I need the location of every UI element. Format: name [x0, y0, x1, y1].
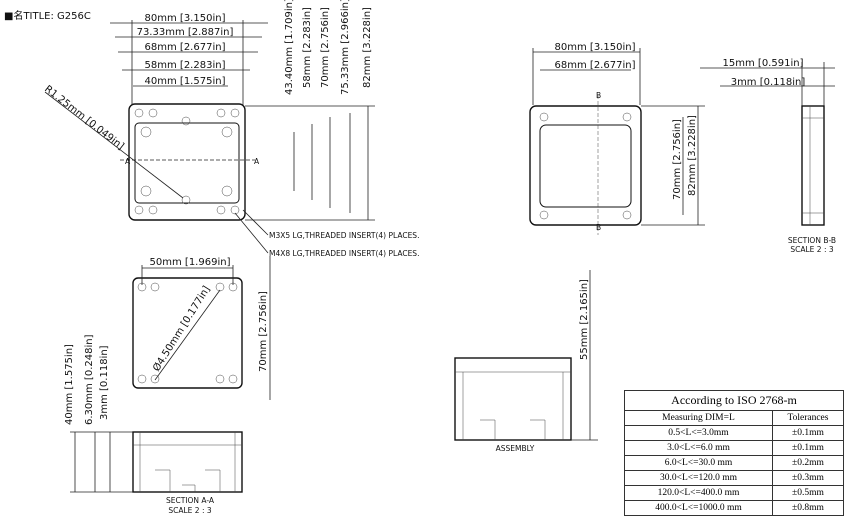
section-b-dim-3: 3mm [0.118in]	[731, 77, 806, 88]
tolerance-cell: ±0.5mm	[771, 485, 845, 501]
range-cell: 30.0<L<=120.0 mm	[624, 470, 773, 486]
bottom-vdim-70: 70mm [2.756in]	[258, 291, 269, 372]
top-vdim-58: 58mm [2.283in]	[302, 7, 313, 88]
section-a-vdim-6: 6.30mm [0.248in]	[84, 334, 95, 425]
lid-dim-80: 80mm [3.150in]	[555, 42, 636, 53]
table-row: 400.0<L<=1000.0 mm±0.8mm	[624, 500, 845, 516]
tolerance-cell: ±0.2mm	[771, 455, 845, 471]
top-vdim-43: 43.40mm [1.709in]	[284, 0, 295, 95]
section-a-vdim-40: 40mm [1.575in]	[64, 344, 75, 425]
assembly-vdim-55: 55mm [2.165in]	[579, 279, 590, 360]
section-b-b: 15mm [0.591in] 3mm [0.118in] SECTION B-B…	[700, 58, 836, 254]
range-cell: 0.5<L<=3.0mm	[624, 425, 773, 441]
range-cell: 6.0<L<=30.0 mm	[624, 455, 773, 471]
top-dim-40: 40mm [1.575in]	[145, 76, 226, 87]
section-a-vdim-3: 3mm [0.118in]	[99, 345, 110, 420]
top-vdim-75: 75.33mm [2.966in]	[340, 0, 351, 95]
header-tolerance: Tolerances	[771, 410, 845, 426]
section-b-dim-15: 15mm [0.591in]	[723, 58, 804, 69]
section-marker-a-right: A	[254, 157, 260, 166]
lid-view: 80mm [3.150in] 68mm [2.677in] 70mm [2.75…	[529, 42, 705, 235]
tolerance-cell: ±0.8mm	[771, 500, 845, 516]
bottom-dim-50: 50mm [1.969in]	[150, 257, 231, 268]
section-marker-b-bottom: B	[596, 223, 601, 232]
tolerance-cell: ±0.1mm	[771, 425, 845, 441]
table-row: 30.0<L<=120.0 mm±0.3mm	[624, 470, 845, 486]
section-a-a: 40mm [1.575in] 6.30mm [0.248in] 3mm [0.1…	[64, 334, 243, 515]
section-marker-a-left: A	[125, 157, 131, 166]
section-b-scale: SCALE 2 : 3	[790, 245, 833, 254]
table-row: 0.5<L<=3.0mm±0.1mm	[624, 425, 845, 441]
assembly-view: 55mm [2.165in] ASSEMBLY	[454, 270, 598, 453]
tolerance-cell: ±0.1mm	[771, 440, 845, 456]
hole-diameter-label: Ø4.50mm [0.177in]	[150, 284, 212, 374]
top-vdim-70: 70mm [2.756in]	[320, 7, 331, 88]
lid-vdim-70: 70mm [2.756in]	[672, 119, 683, 200]
tolerance-table: According to ISO 2768-m Measuring DIM=L …	[624, 390, 845, 516]
lid-vdim-82: 82mm [3.228in]	[687, 115, 698, 196]
top-vdim-82: 82mm [3.228in]	[362, 7, 373, 88]
bottom-view: 50mm [1.969in] 70mm [2.756in] Ø4.50mm [0…	[132, 256, 271, 400]
radius-label: R1.25mm [0.049in]	[42, 84, 126, 153]
table-row: 3.0<L<=6.0 mm±0.1mm	[624, 440, 845, 456]
tolerance-cell: ±0.3mm	[771, 470, 845, 486]
assembly-label: ASSEMBLY	[496, 444, 535, 453]
top-dim-68: 68mm [2.677in]	[145, 42, 226, 53]
table-row: 120.0<L<=400.0 mm±0.5mm	[624, 485, 845, 501]
top-dim-58: 58mm [2.283in]	[145, 60, 226, 71]
lid-dim-68: 68mm [2.677in]	[555, 60, 636, 71]
section-a-label: SECTION A-A	[166, 496, 215, 505]
table-row: 6.0<L<=30.0 mm±0.2mm	[624, 455, 845, 471]
note-m4x8: M4X8 LG,THREADED INSERT(4) PLACES.	[269, 249, 419, 258]
section-a-scale: SCALE 2 : 3	[168, 506, 211, 515]
top-dim-73: 73.33mm [2.887in]	[137, 27, 234, 38]
tolerance-caption: According to ISO 2768-m	[624, 390, 844, 411]
header-dimension: Measuring DIM=L	[624, 410, 773, 426]
range-cell: 120.0<L<=400.0 mm	[624, 485, 773, 501]
section-marker-b-top: B	[596, 91, 601, 100]
top-dim-80: 80mm [3.150in]	[145, 13, 226, 24]
top-view: 80mm [3.150in] 73.33mm [2.887in] 68mm [2…	[42, 0, 419, 258]
section-b-label: SECTION B-B	[788, 236, 836, 245]
drawing-title: ■名TITLE: G256C	[4, 9, 91, 22]
range-cell: 400.0<L<=1000.0 mm	[624, 500, 773, 516]
range-cell: 3.0<L<=6.0 mm	[624, 440, 773, 456]
note-m3x5: M3X5 LG,THREADED INSERT(4) PLACES.	[269, 231, 419, 240]
